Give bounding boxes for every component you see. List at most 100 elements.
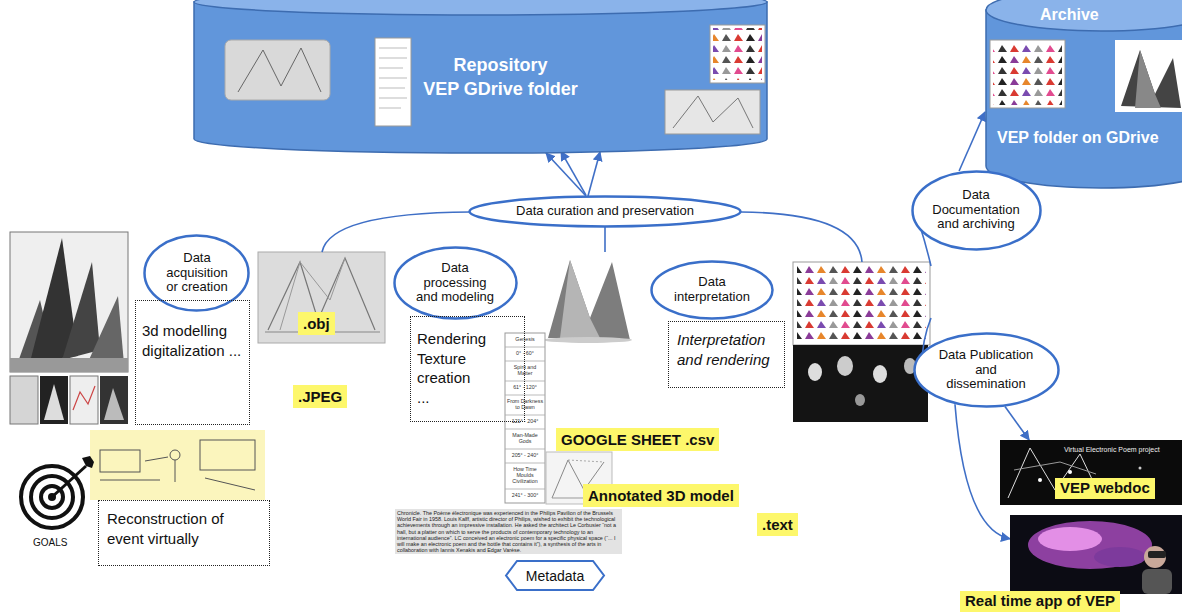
format-tag: GOOGLE SHEET .csv bbox=[556, 428, 719, 451]
render-thumbnail bbox=[544, 337, 632, 343]
obj-thumbnail bbox=[258, 252, 385, 343]
stage-ellipse-outline bbox=[912, 171, 1040, 249]
render-thumbnail bbox=[540, 252, 635, 345]
node-text: Repository bbox=[453, 54, 547, 77]
activity-box: Interpretation and rendering bbox=[668, 321, 785, 388]
performance-photo bbox=[855, 394, 865, 406]
repository-thumbnails bbox=[673, 96, 753, 128]
archive-cylinder: ArchiveVEP folder on GDrive bbox=[985, 0, 1182, 188]
setup-sketch bbox=[170, 450, 180, 460]
node-text: Data Documentation and archiving bbox=[928, 188, 1024, 233]
table-cell: How Time Moulds Civilization bbox=[506, 463, 544, 489]
cylinder-top bbox=[986, 0, 1182, 31]
activity-box: 3d modelling digitalization ... bbox=[135, 300, 250, 425]
format-tag: .text bbox=[757, 513, 798, 536]
node-text: Reconstruction of event virtually bbox=[107, 509, 237, 548]
webdoc-thumbnail bbox=[1014, 462, 1096, 474]
repository-thumbnails bbox=[665, 90, 760, 134]
pavilion-photo bbox=[88, 296, 124, 364]
pavilion-photo bbox=[10, 232, 128, 372]
format-tag-text: .text bbox=[762, 516, 793, 533]
node-text: Real time app of VEP bbox=[960, 591, 1120, 612]
node-text: Archive bbox=[1040, 5, 1099, 26]
archive-thumbnails bbox=[990, 40, 1065, 108]
setup-sketch bbox=[100, 450, 140, 472]
obj-thumbnail bbox=[258, 252, 385, 343]
target-icon bbox=[82, 456, 94, 468]
sheet-table bbox=[505, 333, 545, 503]
node-text: VEP GDrive folder bbox=[423, 78, 578, 101]
table-cell: 241° - 300° bbox=[506, 489, 544, 503]
photo-strip bbox=[70, 376, 98, 424]
table-cell: Spirit and Matter bbox=[506, 361, 544, 381]
webdoc-thumbnail bbox=[1000, 440, 1182, 505]
realtime-photo bbox=[1144, 546, 1166, 568]
stage-ellipse-outline bbox=[914, 334, 1058, 407]
photo-strip bbox=[73, 386, 95, 410]
node-text: Rendering Texture creation ... bbox=[417, 329, 483, 407]
realtime-photo bbox=[1010, 515, 1182, 594]
repository-thumbnails bbox=[379, 48, 407, 108]
realtime-photo bbox=[1038, 527, 1102, 551]
hexagon-outline bbox=[506, 561, 604, 590]
format-tag: .JPEG bbox=[293, 385, 347, 408]
webdoc-thumbnail bbox=[1139, 467, 1142, 470]
node-text: Interpretation and rendering bbox=[677, 330, 779, 369]
table-cell: From Darkness to Dawn bbox=[506, 395, 544, 415]
performance-photo bbox=[793, 345, 928, 422]
goal-box: Reconstruction of event virtually bbox=[98, 500, 270, 566]
table-cell: Man-Made Gods bbox=[506, 429, 544, 449]
photo-strip bbox=[104, 388, 124, 420]
repository-thumbnails bbox=[225, 40, 330, 100]
format-tag-text: GOOGLE SHEET .csv bbox=[561, 431, 714, 448]
archive-thumbnails bbox=[985, 0, 1182, 188]
target-icon bbox=[52, 466, 86, 497]
performance-photo bbox=[873, 365, 887, 383]
repository-thumbnails bbox=[193, 0, 768, 153]
photo-strip bbox=[10, 376, 38, 424]
format-tag: Annotated 3D model bbox=[583, 484, 739, 507]
activity-box: Rendering Texture creation ... bbox=[410, 316, 525, 422]
setup-sketch bbox=[200, 440, 255, 470]
connector-line bbox=[322, 152, 931, 365]
realtime-photo bbox=[1028, 521, 1152, 569]
archive-thumbnails bbox=[993, 43, 1062, 105]
setup-sketch bbox=[90, 430, 265, 500]
render-thumbnail bbox=[560, 260, 600, 338]
setup-sketch bbox=[205, 478, 255, 490]
realtime-photo bbox=[1142, 569, 1172, 594]
table-cell: 61° - 120° bbox=[506, 381, 544, 395]
stage-ellipse: Data Documentation and archiving bbox=[911, 170, 1042, 251]
stage-ellipse: Data curation and preservation bbox=[468, 195, 742, 228]
flow-arrow bbox=[959, 112, 985, 171]
repository-thumbnails bbox=[710, 25, 765, 83]
repository-thumbnails bbox=[238, 48, 321, 92]
swatch-grid bbox=[797, 266, 926, 341]
connector-line bbox=[604, 227, 606, 252]
format-tag-text: .JPEG bbox=[298, 388, 342, 405]
node-text: Data Publication and dissemination bbox=[934, 348, 1038, 393]
cylinder-body bbox=[986, 10, 1182, 188]
thumbnail-title: Virtual Electronic Poem project bbox=[1064, 446, 1160, 453]
swatch-grid bbox=[793, 262, 930, 345]
render-thumbnail bbox=[548, 260, 630, 340]
stage-ellipse-outline bbox=[394, 247, 516, 318]
cylinder-body bbox=[194, 2, 767, 153]
goals-caption: GOALS bbox=[33, 537, 67, 548]
flow-arrow bbox=[1005, 406, 1029, 440]
node-text: VEP webdoc bbox=[1055, 478, 1155, 499]
setup-sketch bbox=[145, 457, 168, 461]
annotated-model bbox=[568, 460, 604, 462]
stage-ellipse: Data interpretation bbox=[650, 260, 774, 320]
webdoc-thumbnail bbox=[1068, 470, 1072, 474]
table-cell: Genesis bbox=[506, 333, 544, 347]
stage-ellipse: Data Publication and dissemination bbox=[913, 332, 1060, 408]
realtime-photo bbox=[1094, 547, 1146, 567]
setup-sketch bbox=[100, 480, 160, 481]
connector-line bbox=[322, 212, 470, 252]
webdoc-thumbnail bbox=[1038, 478, 1042, 482]
node-text: 3d modelling digitalization ... bbox=[142, 321, 244, 360]
output-thumbnail: Real time app of VEP bbox=[1010, 515, 1182, 594]
realtime-photo bbox=[1010, 515, 1182, 594]
